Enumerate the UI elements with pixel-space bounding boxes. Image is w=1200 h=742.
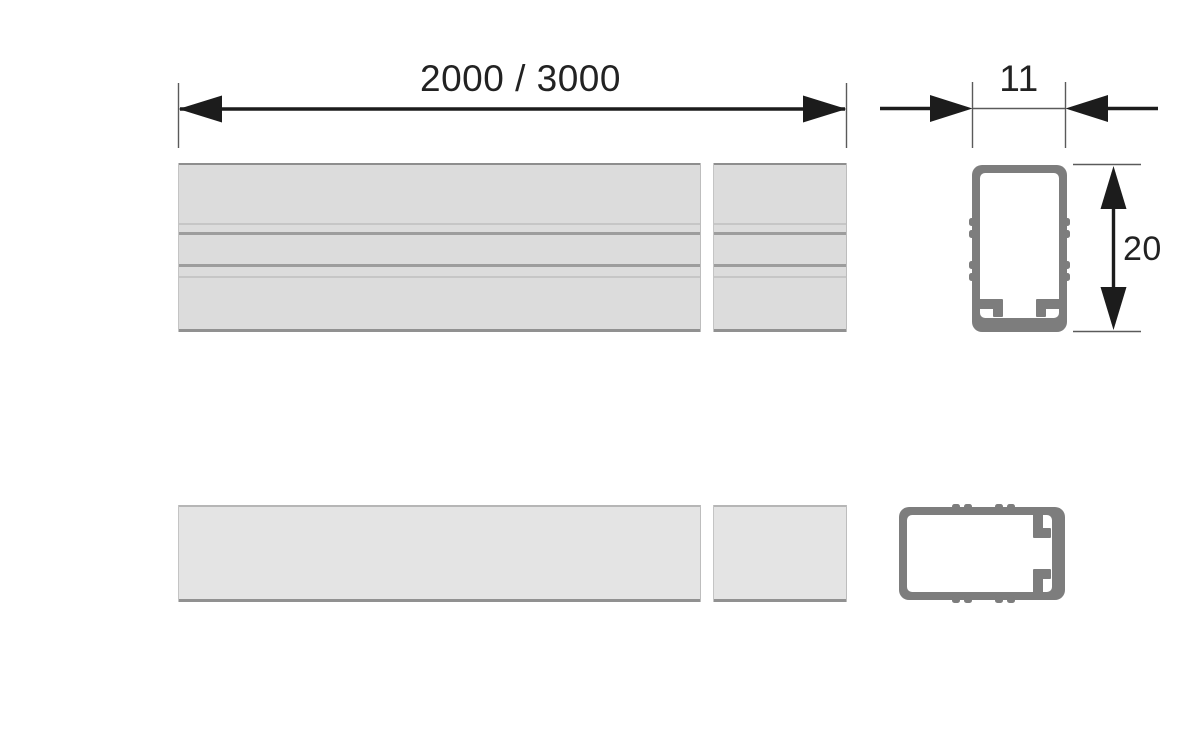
arrowhead-right-icon xyxy=(803,95,847,123)
profile-side-view-upper-segment-left xyxy=(178,163,701,332)
bar-bottom-edge xyxy=(179,599,700,602)
arrowhead-inward-right-icon xyxy=(1065,95,1108,122)
arrowhead-up-icon xyxy=(1100,166,1127,209)
hook-top xyxy=(1033,514,1051,538)
profile-cross-section-rotated xyxy=(899,504,1065,603)
bar-top-edge xyxy=(179,163,700,165)
width-dimension-label: 11 xyxy=(999,58,1039,99)
bar-top-edge xyxy=(179,505,700,507)
bar-bottom-edge xyxy=(179,329,700,332)
profile-side-view-lower-segment-left xyxy=(178,505,701,602)
hook-left xyxy=(979,299,1003,317)
bar-bottom-edge xyxy=(714,329,846,332)
groove-line xyxy=(714,264,846,267)
height-dimension-label: 20 xyxy=(1123,230,1162,268)
profile-side-view-upper-segment-right xyxy=(713,163,847,332)
groove-line xyxy=(179,276,700,278)
arrowhead-down-icon xyxy=(1100,287,1127,330)
bar-top-edge xyxy=(714,505,846,507)
cavity xyxy=(980,173,1059,318)
side-ribs xyxy=(969,218,1070,281)
arrowhead-inward-left-icon xyxy=(930,95,973,122)
groove-line xyxy=(179,264,700,267)
dimension-length xyxy=(177,83,848,148)
profile-side-view-lower-segment-right xyxy=(713,505,847,602)
dimension-width xyxy=(880,82,1158,148)
groove-line xyxy=(714,232,846,235)
groove-line xyxy=(714,276,846,278)
cavity xyxy=(907,515,1052,592)
edge-ribs xyxy=(952,504,1015,603)
arrowhead-left-icon xyxy=(178,95,222,123)
bar-top-edge xyxy=(714,163,846,165)
groove-line xyxy=(179,232,700,235)
inner-hooks xyxy=(1033,514,1051,593)
dimension-height xyxy=(1073,163,1141,333)
hook-bottom xyxy=(1033,569,1051,593)
profile-cross-section-upright xyxy=(969,165,1070,332)
length-dimension-label: 2000 / 3000 xyxy=(420,58,621,99)
groove-line xyxy=(179,223,700,225)
inner-hooks xyxy=(979,299,1060,317)
bar-bottom-edge xyxy=(714,599,846,602)
groove-line xyxy=(714,223,846,225)
hook-right xyxy=(1036,299,1060,317)
